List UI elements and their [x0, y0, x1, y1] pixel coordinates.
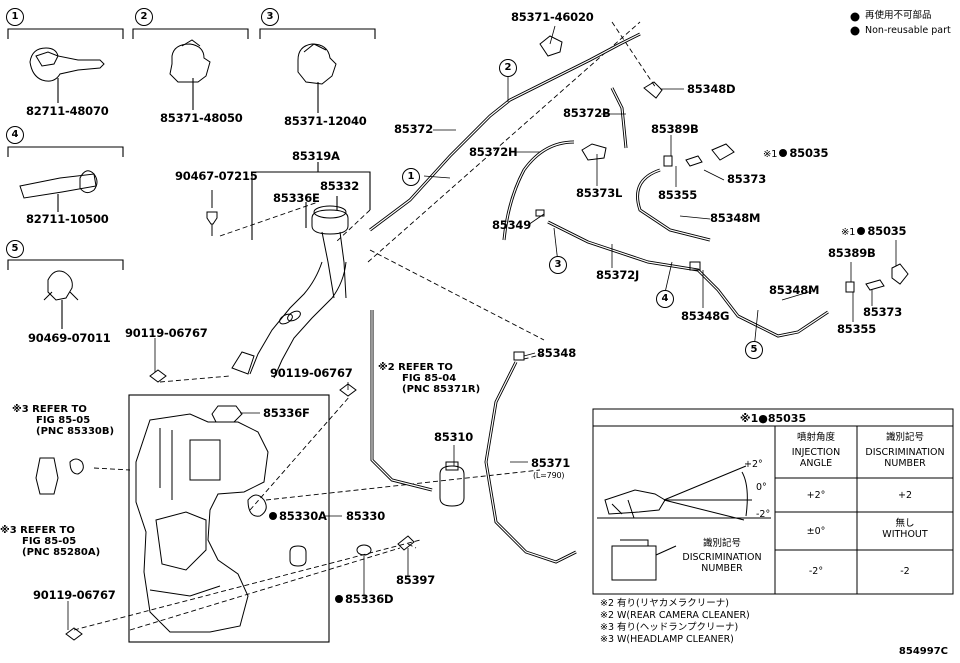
callout-3: 3	[549, 256, 567, 274]
part-82711-10500: 82711-10500	[26, 212, 109, 226]
table-row3-angle: -2°	[808, 566, 824, 577]
part-85372B: 85372B	[563, 106, 611, 120]
detail-group-4-number: 4	[6, 126, 24, 144]
detail-group-2-number: 2	[135, 8, 153, 26]
diagram-angle-0: 0°	[756, 482, 767, 493]
part-85373-lower: 85373	[863, 305, 903, 319]
part-85336F: 85336F	[263, 406, 310, 420]
diagram-angle-plus2: +2°	[744, 459, 763, 470]
part-85389B-upper: 85389B	[651, 122, 699, 136]
part-85348G: 85348G	[681, 309, 730, 323]
callout-5: 5	[745, 341, 763, 359]
part-85332: 85332	[320, 179, 360, 193]
detail-group-1-number: 1	[6, 8, 24, 26]
footnote-1: ※2 有り(リヤカメラクリーナ)	[600, 598, 729, 609]
table-row1-angle: +2°	[806, 490, 826, 501]
figure-code: 854997C	[898, 646, 948, 657]
table-row2-angle: ±0°	[806, 526, 826, 537]
part-85310: 85310	[434, 430, 474, 444]
part-85371-46020: 85371-46020	[511, 10, 594, 24]
callout-4: 4	[656, 290, 674, 308]
part-85349: 85349	[492, 218, 532, 232]
part-85397: 85397	[396, 573, 436, 587]
part-85371-length: (L=790)	[533, 471, 565, 480]
detail-group-5-number: 5	[6, 240, 24, 258]
part-85389B-lower: 85389B	[828, 246, 876, 260]
part-85348D: 85348D	[687, 82, 736, 96]
part-85348: 85348	[537, 346, 577, 360]
part-85319A: 85319A	[292, 149, 340, 163]
footnote-4: ※3 W(HEADLAMP CLEANER)	[600, 634, 734, 645]
part-90119-06767-middle: 90119-06767	[270, 366, 353, 380]
part-90467-07215: 90467-07215	[175, 169, 258, 183]
diagram-angle-minus2: -2°	[756, 509, 771, 520]
part-85373-upper: 85373	[727, 172, 767, 186]
ref-85280A: ※3 REFER TO FIG 85-05 (PNC 85280A)	[0, 525, 101, 558]
part-85372H: 85372H	[469, 145, 518, 159]
part-85355-lower: 85355	[837, 322, 877, 336]
ref-rear-camera: ※2 REFER TO FIG 85-04 (PNC 85371R)	[378, 362, 481, 395]
detail-group-3-number: 3	[261, 8, 279, 26]
legend-jp: 再使用不可部品	[865, 10, 932, 21]
part-90119-06767-upper: 90119-06767	[125, 326, 208, 340]
part-85336E: 85336E	[273, 191, 320, 205]
part-85348M-lower: 85348M	[769, 283, 820, 297]
part-85373L: 85373L	[576, 186, 623, 200]
table-row1-number: +2	[897, 490, 912, 501]
callout-2: 2	[499, 59, 517, 77]
part-85371-12040: 85371-12040	[284, 114, 367, 128]
footnote-2: ※2 W(REAR CAMERA CLEANER)	[600, 610, 750, 621]
legend-en: Non-reusable part	[865, 25, 951, 36]
part-85355-upper: 85355	[658, 188, 698, 202]
part-90469-07011: 90469-07011	[28, 331, 111, 345]
ref-85330B: ※3 REFER TO FIG 85-05 (PNC 85330B)	[12, 404, 115, 437]
table-title: ※1●85035	[739, 412, 807, 425]
part-82711-48070: 82711-48070	[26, 104, 109, 118]
footnote-3: ※3 有り(ヘッドランプクリーナ)	[600, 622, 739, 633]
part-85330: 85330	[346, 509, 386, 523]
table-row3-number: -2	[900, 566, 910, 577]
callout-1: 1	[402, 168, 420, 186]
part-90119-06767-lower: 90119-06767	[33, 588, 116, 602]
part-85336D: 85336D	[335, 593, 394, 606]
part-85330A: 85330A	[269, 510, 327, 523]
part-85372J: 85372J	[596, 268, 640, 282]
part-85371: 85371	[531, 456, 571, 470]
part-85372: 85372	[394, 122, 434, 136]
part-85371-48050: 85371-48050	[160, 111, 243, 125]
part-85348M-upper: 85348M	[710, 211, 761, 225]
